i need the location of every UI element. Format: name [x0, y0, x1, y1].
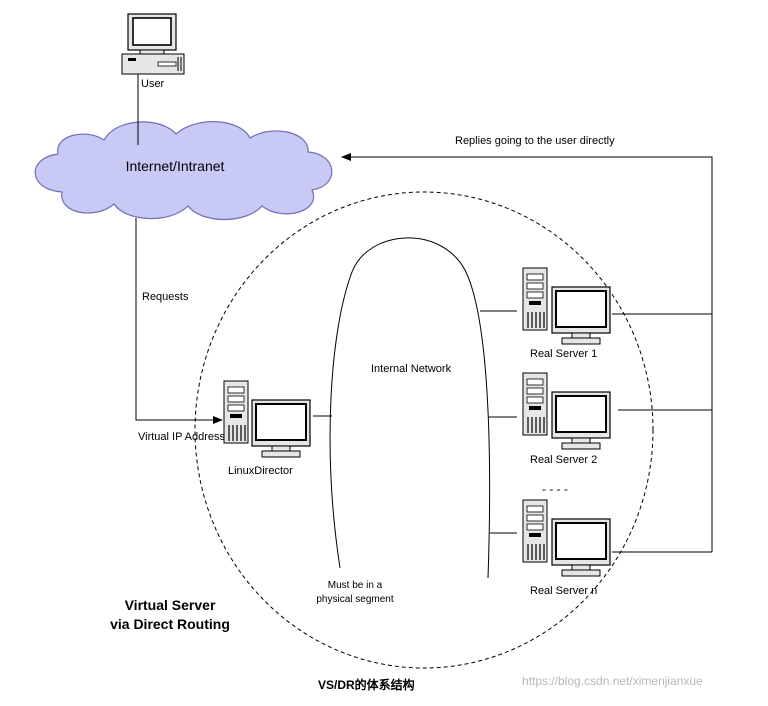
real-server-2-label: Real Server 2 [530, 454, 598, 466]
internal-network-segment [329, 237, 491, 579]
watermark: https://blog.csdn.net/ximenjianxue [522, 674, 703, 688]
internal-network-label: Internal Network [371, 363, 452, 375]
real-server-1-label: Real Server 1 [530, 348, 598, 360]
linux-director-icon [223, 380, 311, 458]
requests-label: Requests [142, 291, 189, 303]
real-server-2-icon [522, 372, 611, 450]
director-label: LinuxDirector [228, 465, 293, 477]
virtual-ip-label: Virtual IP Address [138, 431, 226, 443]
segment-note-line1: Must be in a [327, 580, 383, 591]
diagram-title: Virtual Server via Direct Routing [85, 596, 255, 634]
real-server-1-icon [522, 267, 611, 345]
ellipsis-dots: - - - - [542, 482, 568, 496]
segment-note-line2: physical segment [316, 594, 394, 605]
real-server-n-label: Real Server n [530, 585, 598, 597]
cloud-label: Internet/Intranet [125, 158, 225, 174]
title-line-1: Virtual Server [124, 597, 216, 613]
user-computer-icon [121, 13, 185, 75]
replies-label: Replies going to the user directly [455, 135, 615, 147]
requests-line [135, 218, 223, 424]
real-server-n-icon [522, 499, 611, 577]
caption: VS/DR的体系结构 [318, 678, 415, 692]
replies-line [341, 153, 713, 552]
internet-cloud [34, 121, 333, 221]
title-line-2: via Direct Routing [110, 616, 230, 632]
virtual-server-boundary [194, 191, 654, 669]
user-label: User [141, 78, 165, 90]
